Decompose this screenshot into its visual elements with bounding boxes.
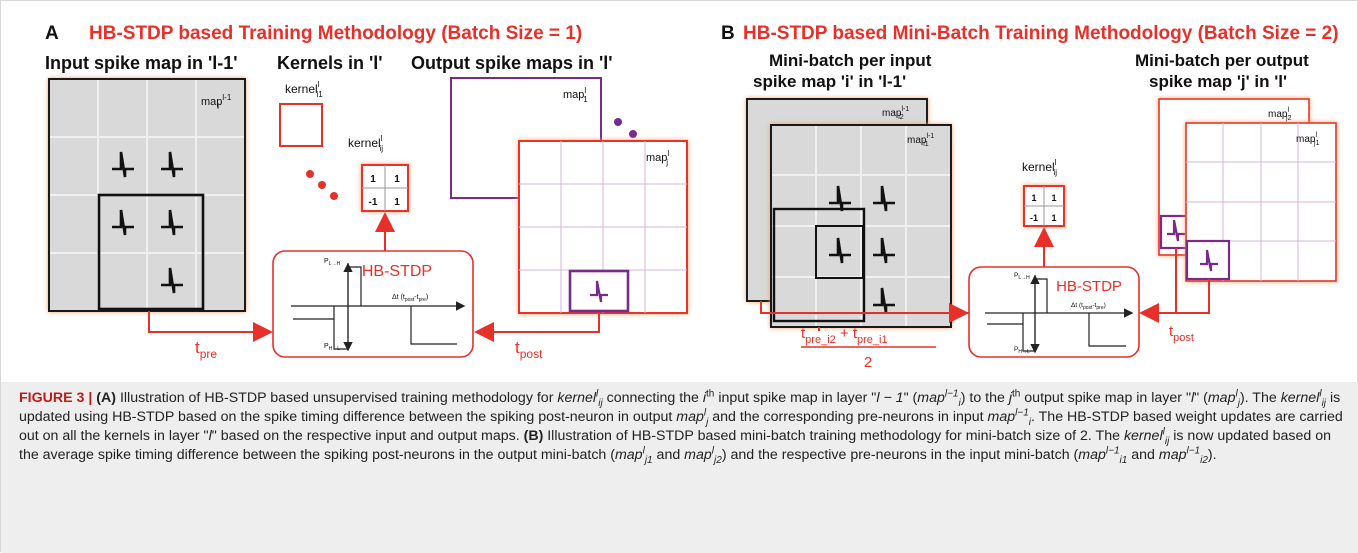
svg-text:PL→H: PL→H bbox=[1014, 272, 1030, 281]
svg-text:-1: -1 bbox=[1030, 213, 1038, 223]
t-post-arrow bbox=[474, 313, 600, 342]
svg-text:PH→L: PH→L bbox=[324, 343, 340, 352]
svg-text:HB-STDP: HB-STDP bbox=[362, 263, 432, 280]
svg-text:PL→H: PL→H bbox=[324, 258, 340, 267]
svg-text:maplj2: maplj2 bbox=[1268, 107, 1292, 122]
panel-a: A HB-STDP based Training Methodology (Ba… bbox=[45, 23, 688, 361]
svg-text:1: 1 bbox=[1031, 193, 1036, 203]
svg-text:HB-STDP: HB-STDP bbox=[1056, 278, 1122, 295]
svg-text:PH→L: PH→L bbox=[1014, 346, 1030, 355]
ellipsis-dot bbox=[330, 192, 338, 200]
panel-a-title: HB-STDP based Training Methodology (Batc… bbox=[89, 23, 582, 44]
panel-a-letter: A bbox=[45, 23, 59, 44]
t-post-arrow bbox=[1139, 248, 1177, 323]
ellipsis-dot bbox=[318, 181, 326, 189]
t-pre-average-denominator: 2 bbox=[864, 354, 872, 371]
svg-text:Δt (tpost-tpre): Δt (tpost-tpre) bbox=[1071, 302, 1106, 311]
figure-caption: FIGURE 3 | (A) Illustration of HB-STDP b… bbox=[19, 388, 1343, 466]
input-minibatch-label: Mini-batch per input bbox=[769, 51, 932, 70]
output-minibatch-label-2: spike map 'j' in 'l' bbox=[1149, 72, 1287, 91]
t-pre-arrow bbox=[148, 311, 273, 342]
t-pre-label: tpre bbox=[195, 338, 217, 361]
input-minibatch-label-2: spike map 'i' in 'l-1' bbox=[753, 72, 906, 91]
hb-stdp-box-a: HB-STDP PL→H PH→L Δt (tpost-tpre) bbox=[272, 250, 474, 358]
svg-text:1: 1 bbox=[394, 197, 400, 208]
output-maps-label: Output spike maps in 'l' bbox=[411, 53, 613, 73]
t-post-label: tpost bbox=[1169, 323, 1194, 344]
svg-text:1: 1 bbox=[394, 174, 400, 185]
svg-text:1: 1 bbox=[1051, 193, 1056, 203]
ellipsis-dot bbox=[629, 130, 637, 138]
input-map-label: Input spike map in 'l-1' bbox=[45, 53, 238, 73]
panel-b-letter: B bbox=[721, 23, 735, 44]
svg-text:mapl-1i2: mapl-1i2 bbox=[882, 106, 909, 121]
receptive-field-window bbox=[97, 193, 205, 311]
svg-text:1: 1 bbox=[370, 174, 376, 185]
svg-text:1: 1 bbox=[1051, 213, 1056, 223]
svg-text:maplj1: maplj1 bbox=[1296, 132, 1320, 147]
hb-stdp-box-b: HB-STDP PL→H PH→L Δt (tpost-tpre) bbox=[968, 266, 1140, 358]
svg-text:-1: -1 bbox=[369, 197, 378, 208]
svg-text:mapl-1i1: mapl-1i1 bbox=[907, 133, 934, 148]
panel-b-title: HB-STDP based Mini-Batch Training Method… bbox=[743, 23, 1339, 44]
figure-diagram: A HB-STDP based Training Methodology (Ba… bbox=[45, 23, 1339, 371]
panel-b: B HB-STDP based Mini-Batch Training Meth… bbox=[721, 23, 1339, 371]
ellipsis-dot bbox=[306, 170, 314, 178]
svg-text:kernellij: kernellij bbox=[1022, 158, 1057, 177]
t-post-label: tpost bbox=[515, 338, 543, 361]
ellipsis-dot bbox=[614, 118, 622, 126]
caption-background bbox=[1, 382, 1358, 553]
output-minibatch-label: Mini-batch per output bbox=[1135, 51, 1309, 70]
receptive-field-window bbox=[772, 207, 866, 323]
kernels-label: Kernels in 'l' bbox=[277, 53, 383, 73]
figure-label: FIGURE 3 | bbox=[19, 390, 97, 406]
t-pre-average-numerator: tpre_i2 + tpre_i1 bbox=[801, 325, 888, 346]
svg-text:Δt (tpost-tpre): Δt (tpost-tpre) bbox=[392, 294, 428, 303]
svg-text:kernellij: kernellij bbox=[348, 134, 383, 153]
svg-text:maplj: maplj bbox=[646, 149, 669, 167]
t-pre-arrow bbox=[760, 301, 969, 314]
